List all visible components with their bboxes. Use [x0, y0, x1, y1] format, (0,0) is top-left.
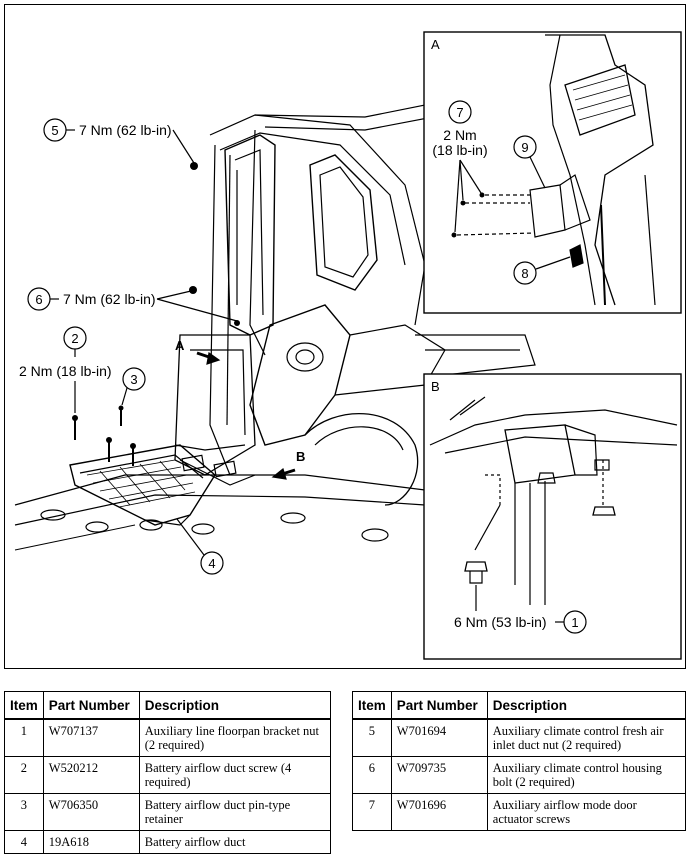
- detail-view-a: A: [423, 31, 682, 314]
- part-number: W709735: [390, 756, 488, 794]
- callout-6-number: 6: [35, 292, 42, 307]
- part-number: 19A618: [42, 830, 140, 854]
- table-row: 6 W709735 Auxiliary climate control hous…: [352, 756, 687, 794]
- header-item: Item: [4, 691, 44, 720]
- item-number: 4: [4, 830, 44, 854]
- diagram-canvas: A B 5 7 Nm (62 lb-in) 6 7 Nm (62 lb-in) …: [14, 31, 682, 660]
- vehicle-body-illustration: [14, 94, 536, 551]
- exploded-view-diagram: A B 5 7 Nm (62 lb-in) 6 7 Nm (62 lb-in) …: [4, 4, 686, 669]
- description: Battery airflow duct screw (4 required): [138, 756, 332, 794]
- item-number: 7: [352, 793, 392, 831]
- callout-7-torque-line2: (18 lb-in): [432, 142, 487, 158]
- table-row: 5 W701694 Auxiliary climate control fres…: [352, 718, 687, 757]
- part-number: W706350: [42, 793, 140, 831]
- callout-2: 2 2 Nm (18 lb-in): [19, 326, 112, 413]
- detail-view-b-label: B: [431, 379, 440, 394]
- header-part-number: Part Number: [390, 691, 488, 720]
- detail-view-a-label: A: [431, 37, 440, 52]
- callout-8-number: 8: [521, 266, 528, 281]
- callout-6: 6 7 Nm (62 lb-in): [27, 287, 238, 322]
- view-b-arrow-label: B: [296, 449, 305, 464]
- table-row: 4 19A618 Battery airflow duct: [4, 830, 332, 854]
- battery-duct-grille: [86, 459, 196, 508]
- detail-view-b: B: [423, 373, 682, 660]
- callout-6-torque: 7 Nm (62 lb-in): [63, 291, 156, 307]
- callout-7-torque-line1: 2 Nm: [443, 127, 476, 143]
- table-row: 2 W520212 Battery airflow duct screw (4 …: [4, 756, 332, 794]
- callout-9-number: 9: [521, 140, 528, 155]
- item-number: 5: [352, 718, 392, 757]
- item-number: 2: [4, 756, 44, 794]
- header-part-number: Part Number: [42, 691, 140, 720]
- callout-1-torque: 6 Nm (53 lb-in): [454, 614, 547, 630]
- part-number: W701694: [390, 718, 488, 757]
- callout-3-number: 3: [130, 372, 137, 387]
- item-number: 6: [352, 756, 392, 794]
- description: Battery airflow duct pin-type retainer: [138, 793, 332, 831]
- description: Battery airflow duct: [138, 830, 332, 854]
- callout-4: 4: [176, 518, 224, 575]
- parts-table-right: Item Part Number Description 5 W701694 A…: [352, 691, 687, 831]
- header-description: Description: [138, 691, 332, 720]
- callout-1: 6 Nm (53 lb-in) 1: [454, 585, 587, 634]
- part-number: W520212: [42, 756, 140, 794]
- callout-5-number: 5: [51, 123, 58, 138]
- table-row: 7 W701696 Auxiliary airflow mode door ac…: [352, 793, 687, 831]
- callout-2-torque: 2 Nm (18 lb-in): [19, 363, 112, 379]
- callout-5-torque: 7 Nm (62 lb-in): [79, 122, 172, 138]
- callout-9: 9: [513, 135, 546, 189]
- fastener-icons: [72, 162, 240, 466]
- parts-table-left: Item Part Number Description 1 W707137 A…: [4, 691, 332, 854]
- description: Auxiliary climate control housing bolt (…: [486, 756, 687, 794]
- item-number: 3: [4, 793, 44, 831]
- callout-1-number: 1: [571, 615, 578, 630]
- part-number: W707137: [42, 718, 140, 757]
- view-a-arrow-label: A: [175, 338, 185, 353]
- callout-2-number: 2: [71, 331, 78, 346]
- part-number: W701696: [390, 793, 488, 831]
- header-item: Item: [352, 691, 392, 720]
- description: Auxiliary climate control fresh air inle…: [486, 718, 687, 757]
- callout-8: 8: [513, 256, 571, 285]
- table-row: 3 W706350 Battery airflow duct pin-type …: [4, 793, 332, 831]
- header-description: Description: [486, 691, 687, 720]
- callout-3: 3: [121, 367, 146, 406]
- description: Auxiliary line floorpan bracket nut (2 r…: [138, 718, 332, 757]
- callout-7-number: 7: [456, 105, 463, 120]
- callout-4-number: 4: [208, 556, 215, 571]
- description: Auxiliary airflow mode door actuator scr…: [486, 793, 687, 831]
- table-row: 1 W707137 Auxiliary line floorpan bracke…: [4, 718, 332, 757]
- item-number: 1: [4, 718, 44, 757]
- callout-5: 5 7 Nm (62 lb-in): [43, 118, 195, 164]
- callout-7: 7 2 Nm (18 lb-in): [432, 100, 488, 233]
